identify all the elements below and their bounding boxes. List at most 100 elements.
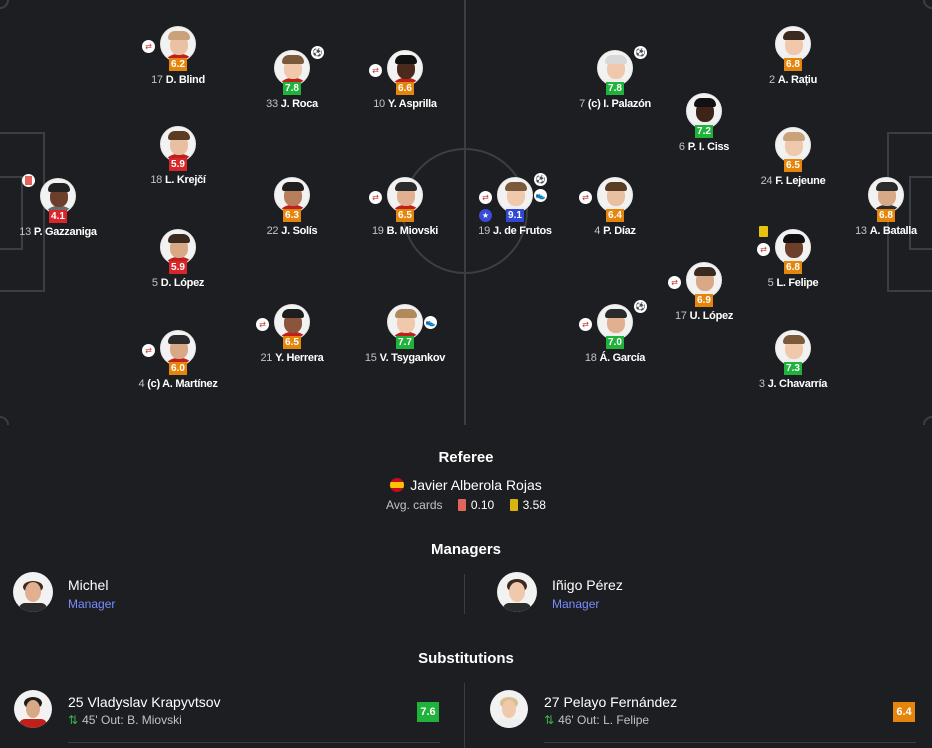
player-avatar [387,304,423,340]
referee-name: Javier Alberola Rojas [410,477,542,493]
player-name: Y. Asprilla [387,98,437,110]
sub-minute: 45' [82,713,98,727]
referee-name-row[interactable]: Javier Alberola Rojas [0,477,932,493]
player-number: 10 [373,98,385,110]
row-divider [68,742,440,743]
player-rating: 6.0 [169,362,187,375]
player-name: L. Felipe [776,277,819,289]
player-name: J. Solís [281,225,318,237]
managers-title: Managers [430,541,502,558]
player-rating: 6.3 [283,209,301,222]
player-number: 22 [266,225,279,237]
substitution-arrows-icon: ⇅ [68,713,79,727]
sub-out-label: Out: [577,713,600,727]
yellow-card-icon [509,499,518,511]
manager-avatar [497,572,537,612]
player-label: 4(c) A. Martínez [118,378,238,390]
substitution-icon: ⇄ [369,191,382,204]
player-number: 5 [151,277,158,289]
player-avatar [274,304,310,340]
player-number: 33 [266,98,278,110]
sub-info: ⇅46' Out: L. Felipe [544,713,649,727]
home-substitution[interactable]: 25 Vladyslav Krapyvtsov ⇅45' Out: B. Mio… [14,688,444,748]
player-name: U. López [689,310,734,322]
player-number: 21 [260,352,273,364]
player-avatar [14,690,52,728]
sub-out-player: L. Felipe [603,713,650,727]
subs-divider [464,683,465,748]
player-avatar [686,262,722,298]
player-avatar [387,177,423,213]
substitutions-title: Substitutions [418,650,514,667]
player-name: A. Batalla [869,225,917,237]
player-number: 13 [19,226,31,238]
player-number: 19 [478,225,490,237]
player-avatar [686,93,722,129]
player-name: P. I. Ciss [687,141,730,153]
player-number: 2 [769,74,775,86]
player-number: 3 [758,378,765,390]
player-rating: 6.5 [283,336,301,349]
player-avatar [160,26,196,62]
manager-name: Iñigo Pérez [552,577,623,593]
sub-minute: 46' [558,713,574,727]
player-number: 4 [594,225,601,237]
player-avatar [775,127,811,163]
avg-cards-label: Avg. cards [386,498,443,512]
player-avatar [160,330,196,366]
sub-player-name: 27 Pelayo Fernández [544,694,678,710]
player-name: D. Blind [165,74,205,86]
substitution-icon: ⇄ [369,64,382,77]
player-avatar [597,304,633,340]
player-number: 18 [150,174,162,186]
player-name: J. Chavarría [767,378,828,390]
player-number: 15 [364,352,377,364]
substitution-icon: ⇄ [256,318,269,331]
referee-title: Referee [438,449,494,466]
substitution-icon: ⇄ [579,318,592,331]
player-rating: 5.9 [169,261,187,274]
player-avatar [40,178,76,214]
away-substitution[interactable]: 27 Pelayo Fernández ⇅46' Out: L. Felipe … [490,688,920,748]
red-card-icon [22,174,35,187]
player-number: 24 [760,175,773,187]
player-avatar [490,690,528,728]
row-divider [544,742,916,743]
player-rating: 7.8 [283,82,301,95]
